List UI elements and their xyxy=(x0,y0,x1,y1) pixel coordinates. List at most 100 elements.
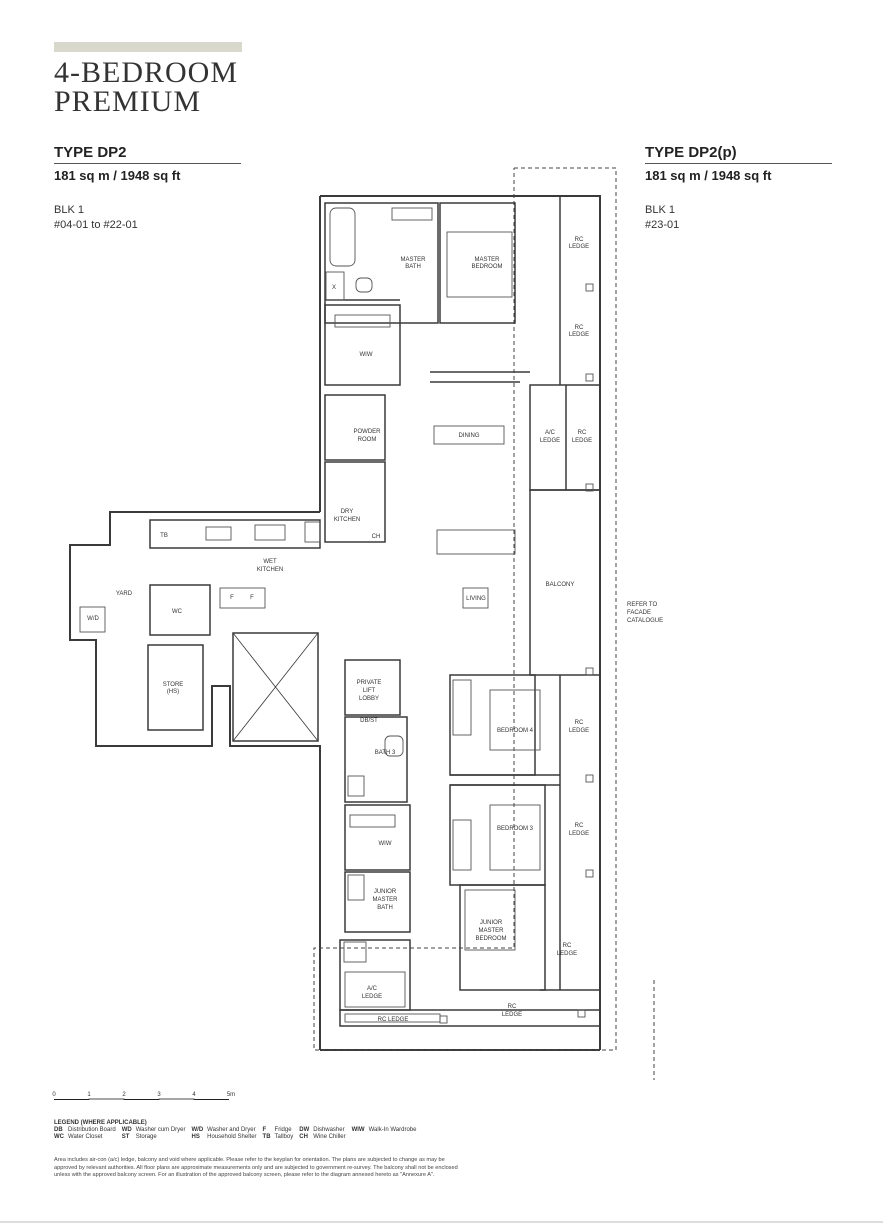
label-rc-ledge-5a: RC xyxy=(575,823,584,829)
label-jm-bath-3: BATH xyxy=(377,905,393,911)
label-lift-lobby-3: LOBBY xyxy=(359,696,379,702)
legend-key: WIW xyxy=(351,1127,365,1133)
bath3-toilet-icon xyxy=(384,735,404,757)
label-wd: W/D xyxy=(87,616,99,622)
scale-tick-4: 4 xyxy=(192,1092,196,1098)
legend-value: Walk-In Wardrobe xyxy=(368,1127,417,1133)
scale-seg-2 xyxy=(88,1098,125,1100)
right-type-blk: BLK 1 xyxy=(645,204,675,216)
legend-value xyxy=(369,1134,423,1141)
label-wet-kitchen-2: KITCHEN xyxy=(257,567,283,573)
legend-key: CH xyxy=(299,1134,308,1140)
right-type-divider xyxy=(645,163,832,164)
note-line-3: unless with the approved balcony screen.… xyxy=(54,1172,435,1178)
note-line-1: Area includes air-con (a/c) ledge, balco… xyxy=(54,1157,445,1163)
legend-key: W/D xyxy=(191,1127,204,1133)
label-bedroom4: BEDROOM 4 xyxy=(497,728,534,734)
label-jm-bedroom-2: MASTER xyxy=(478,928,504,934)
label-jm-bath-2: MASTER xyxy=(372,897,398,903)
label-ch: CH xyxy=(372,534,381,540)
legend-key: WD xyxy=(121,1127,132,1133)
scale-seg-5 xyxy=(194,1099,229,1100)
fridge-units-icon xyxy=(219,587,266,609)
facade-note: REFER TO FACADE CATALOGUE xyxy=(627,602,663,624)
label-jm-bath-1: JUNIOR xyxy=(374,889,397,895)
label-store-1: STORE xyxy=(163,682,184,688)
label-dbst: DB/ST xyxy=(360,718,378,724)
legend-key: DB xyxy=(54,1127,63,1133)
title-line-1: 4-BEDROOM xyxy=(54,56,239,89)
right-type-units: #23-01 xyxy=(645,219,680,231)
wardrobe-bed4-icon xyxy=(452,679,472,736)
label-bath3: BATH 3 xyxy=(375,750,396,756)
label-wiw-junior: WIW xyxy=(379,841,392,847)
label-ac-ledge-jm-1: A/C xyxy=(367,986,378,992)
sofa-icon xyxy=(436,529,516,555)
column-marker xyxy=(577,1009,586,1018)
master-bed-icon xyxy=(446,231,513,298)
scale-seg-1 xyxy=(54,1099,89,1100)
label-ac-ledge-1: A/C xyxy=(545,430,556,436)
bath3-sink-icon xyxy=(347,775,365,797)
label-fridge-1: F xyxy=(230,595,234,601)
page-title: 4-BEDROOM PREMIUM xyxy=(54,56,239,118)
label-dining: DINING xyxy=(459,433,480,439)
label-rc-ledge-bottom: RC LEDGE xyxy=(378,1017,409,1023)
column-marker xyxy=(585,483,594,492)
legend-value: Storage xyxy=(135,1134,157,1140)
washer-dryer-icon xyxy=(79,606,106,633)
label-rc-ledge-7a: RC xyxy=(508,1004,517,1010)
interior-walls xyxy=(147,196,601,1027)
label-rc-ledge-2a: RC xyxy=(575,325,584,331)
legend-value: Household Shelter xyxy=(207,1134,257,1140)
floor-plan: MASTER BATH MASTER BEDROOM RC LEDGE RC L… xyxy=(52,167,663,1100)
label-rc-ledge-4b: LEDGE xyxy=(569,728,589,734)
column-marker xyxy=(585,283,594,292)
right-type-area: 181 sq m / 1948 sq ft xyxy=(645,168,772,183)
label-master-bedroom-2: BEDROOM xyxy=(471,264,502,270)
left-type-blk: BLK 1 xyxy=(54,204,84,216)
bottom-divider xyxy=(0,1221,883,1223)
legend-value: Water Closet xyxy=(68,1134,103,1140)
scale-seg-3 xyxy=(124,1099,159,1100)
bed3-icon xyxy=(489,804,541,871)
scale-bar xyxy=(54,1098,229,1100)
dining-table-icon xyxy=(433,425,505,445)
title-line-2: PREMIUM xyxy=(54,85,202,118)
bathtub-icon xyxy=(329,207,356,267)
room-labels: MASTER BATH MASTER BEDROOM RC LEDGE RC L… xyxy=(87,237,592,1023)
right-type-blk-info: BLK 1 #23-01 xyxy=(645,203,679,233)
legend-value: Washer and Dryer xyxy=(207,1127,256,1133)
label-rc-ledge-6a: RC xyxy=(563,943,572,949)
label-powder-room-2: ROOM xyxy=(358,437,377,443)
label-ac-ledge-jm-2: LEDGE xyxy=(362,994,382,1000)
legend-key xyxy=(352,1134,369,1141)
label-tb: TB xyxy=(160,533,168,539)
label-wiw-master: WIW xyxy=(360,352,373,358)
label-living: LIVING xyxy=(466,596,486,602)
label-store-2: (HS) xyxy=(167,689,179,695)
scale-tick-0: 0 xyxy=(52,1092,56,1098)
column-marker xyxy=(585,774,594,783)
label-rc-ledge-4a: RC xyxy=(575,720,584,726)
junior-bath-shower-icon xyxy=(343,941,367,963)
wardrobe-junior-icon xyxy=(349,814,396,828)
label-facade-1: REFER TO xyxy=(627,602,657,608)
toilet-icon xyxy=(355,277,373,293)
wardrobe-master-icon xyxy=(334,314,391,328)
label-rc-ledge-2b: LEDGE xyxy=(569,332,589,338)
sink-icon xyxy=(205,526,232,541)
label-ac-ledge-2: LEDGE xyxy=(540,438,560,444)
label-wc: WC xyxy=(172,609,183,615)
legend-heading: LEGEND (WHERE APPLICABLE) xyxy=(54,1120,147,1126)
legend-value: Distribution Board xyxy=(68,1127,116,1133)
left-type-units: #04-01 to #22-01 xyxy=(54,219,138,231)
label-rc-ledge-5b: LEDGE xyxy=(569,831,589,837)
junior-bed-icon xyxy=(464,889,516,951)
scale-tick-3: 3 xyxy=(157,1092,161,1098)
left-type-blk-info: BLK 1 #04-01 to #22-01 xyxy=(54,203,138,233)
label-lift-lobby-1: PRIVATE xyxy=(357,680,382,686)
